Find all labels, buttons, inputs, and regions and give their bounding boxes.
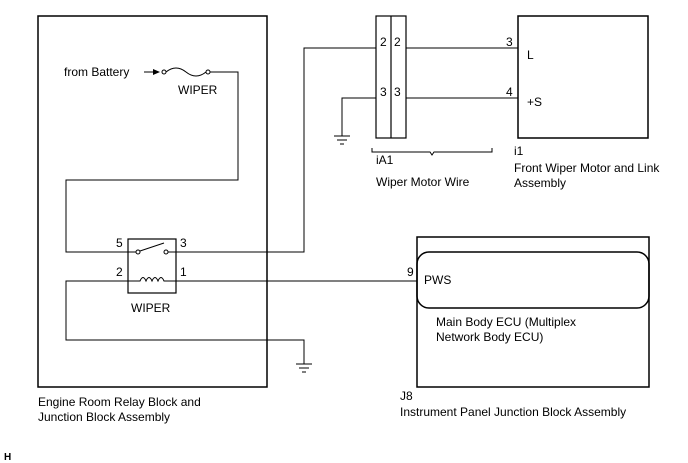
- connector-name: Wiper Motor Wire: [376, 175, 470, 189]
- relay-pin-3: 3: [180, 236, 187, 250]
- connector-pin-3-right: 3: [394, 85, 401, 99]
- relay-block-name-line1: Engine Room Relay Block and: [38, 395, 201, 409]
- motor-name-line1: Front Wiper Motor and Link: [514, 161, 660, 175]
- corner-mark: H: [4, 452, 11, 463]
- jb-terminal-pws: PWS: [424, 273, 451, 287]
- fuse-icon: [165, 67, 207, 77]
- connector-brace: [371, 148, 493, 156]
- fuse-label: WIPER: [178, 83, 218, 97]
- relay-contact-left: [135, 249, 141, 255]
- ground-icon: [334, 135, 350, 145]
- relay-pin-2: 2: [116, 265, 123, 279]
- fuse-terminal-left: [161, 69, 167, 75]
- connector-pin-3-left: 3: [380, 85, 387, 99]
- relay-block-box: [37, 15, 268, 388]
- jb-code: J8: [400, 389, 413, 403]
- jb-name: Instrument Panel Junction Block Assembly: [400, 405, 626, 419]
- battery-label: from Battery: [64, 65, 129, 79]
- relay-label: WIPER: [131, 301, 171, 315]
- relay-switch-arm: [139, 242, 165, 252]
- connector-pin-2-right: 2: [394, 35, 401, 49]
- motor-pin-4: 4: [506, 85, 513, 99]
- wire-connector-to-ground: [341, 97, 376, 136]
- motor-terminal-s: +S: [527, 95, 542, 109]
- battery-arrow-head: [153, 69, 160, 75]
- motor-pin-3: 3: [506, 35, 513, 49]
- relay-block-name-line2: Junction Block Assembly: [38, 410, 170, 424]
- relay-pin-1: 1: [180, 265, 187, 279]
- wire-fuse-to-relay: [65, 71, 239, 253]
- relay-contact-right: [163, 249, 169, 255]
- junction-block-box: [416, 236, 650, 388]
- connector-pin-2-left: 2: [380, 35, 387, 49]
- relay-coil-icon: [128, 277, 176, 283]
- jb-pin-9: 9: [407, 265, 414, 279]
- ground-icon: [296, 363, 312, 373]
- motor-name-line2: Assembly: [514, 176, 566, 190]
- connector-code: iA1: [376, 153, 394, 167]
- fuse-terminal-right: [205, 69, 211, 75]
- ecu-box: [416, 251, 650, 309]
- wire-coil-to-ground: [65, 280, 305, 364]
- wiper-motor-box: [517, 15, 649, 139]
- ecu-name-line1: Main Body ECU (Multiplex: [436, 315, 576, 329]
- ecu-name-line2: Network Body ECU): [436, 330, 543, 344]
- wire-relay-to-connector: [176, 47, 376, 253]
- motor-code: i1: [514, 144, 524, 158]
- motor-terminal-l: L: [527, 48, 534, 62]
- relay-box: [127, 238, 177, 294]
- relay-pin-5: 5: [116, 236, 123, 250]
